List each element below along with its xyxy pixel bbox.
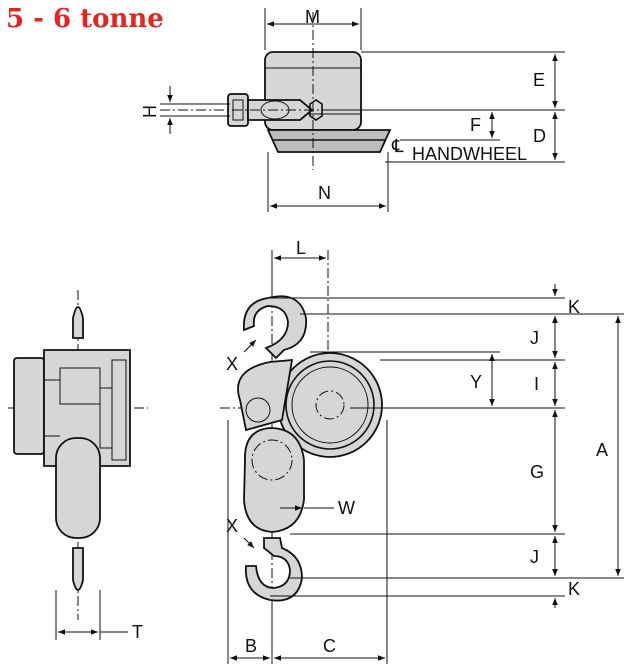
dim-L-label: L <box>296 238 306 258</box>
front-view: L K J I Y G J K A X <box>220 238 624 664</box>
dim-B-label: B <box>245 636 257 656</box>
top-view-handwheel <box>266 129 392 153</box>
dim-A-label: A <box>596 440 608 460</box>
dim-E-label: E <box>533 70 545 90</box>
page-title: 5 - 6 tonne <box>6 4 164 34</box>
dim-Y-label: Y <box>470 372 482 392</box>
top-view: M E D F ℄ HANDWHEEL H N <box>140 7 565 212</box>
dim-X-top-label: X <box>226 354 238 374</box>
dim-K-top-label: K <box>568 297 580 317</box>
dim-J-bottom-label: J <box>530 547 539 567</box>
top-view-nut <box>309 99 323 121</box>
dim-C-label: C <box>323 636 336 656</box>
dim-K-bottom-label: K <box>568 579 580 599</box>
dim-X-bottom-label: X <box>226 516 238 536</box>
dim-J-top-label: J <box>530 328 539 348</box>
handwheel-label: HANDWHEEL <box>412 144 527 164</box>
dim-T-label: T <box>132 622 143 642</box>
dim-D-label: D <box>533 126 546 146</box>
front-top-hook <box>243 295 307 360</box>
dim-W-label: W <box>338 498 355 518</box>
dim-H-label: H <box>140 105 160 118</box>
dim-N-label: N <box>318 183 331 203</box>
dim-I-label: I <box>534 374 539 394</box>
side-view: T <box>8 290 148 642</box>
dim-G-label: G <box>530 462 544 482</box>
front-lower-block <box>243 427 305 533</box>
front-bottom-hook <box>245 537 303 602</box>
dim-F-label: F <box>470 115 481 135</box>
dim-M-label: M <box>305 7 320 27</box>
centerline-symbol: ℄ <box>391 136 404 156</box>
